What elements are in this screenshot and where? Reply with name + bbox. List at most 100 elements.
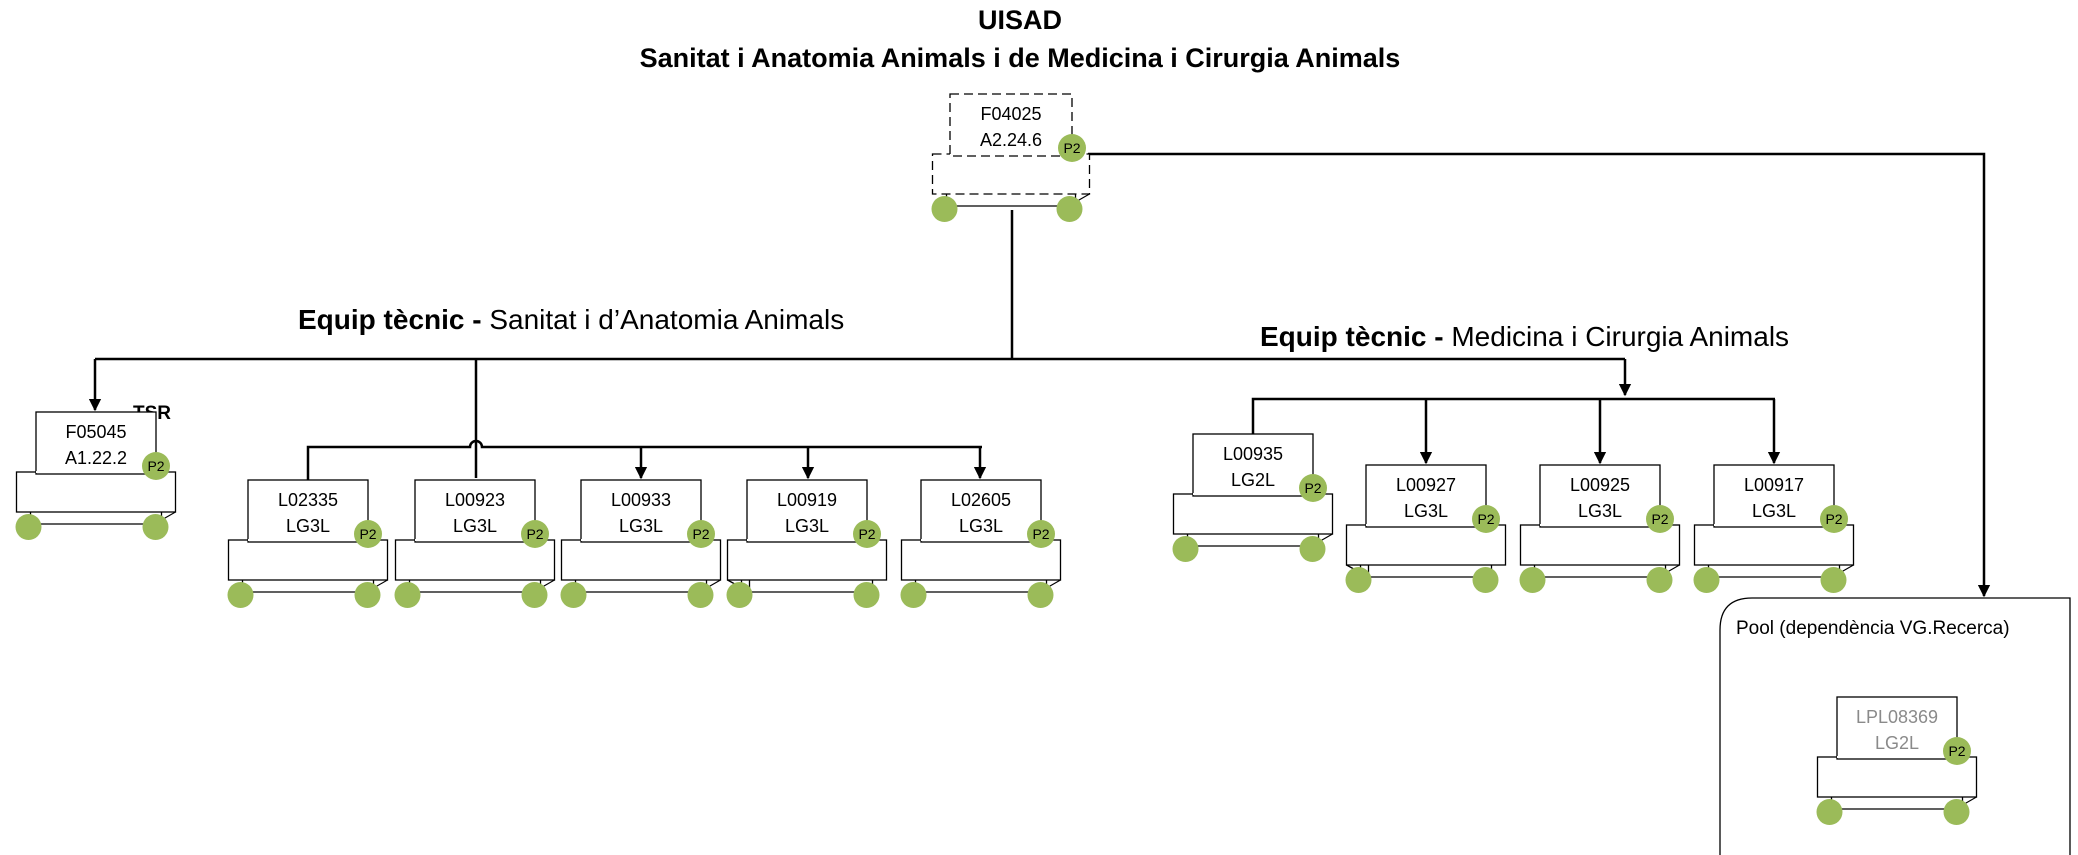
node-dot-right xyxy=(1820,567,1847,593)
node-dot-right xyxy=(853,582,880,608)
p2-badge xyxy=(142,452,170,480)
heading-right: Equip tècnic - Medicina i Cirurgia Anima… xyxy=(1260,321,1789,352)
node-dot-left xyxy=(1519,567,1546,593)
position-code: L00935 xyxy=(1223,444,1283,464)
position-level: A2.24.6 xyxy=(980,130,1042,150)
node-paper xyxy=(1836,696,1958,760)
connector-to-pool xyxy=(1088,152,1991,598)
position-level: LG3L xyxy=(1404,501,1448,521)
node-paper xyxy=(414,479,536,543)
node-dot-right xyxy=(354,582,381,608)
node-paper xyxy=(949,93,1073,157)
position-level: LG3L xyxy=(1752,501,1796,521)
position-code: L00927 xyxy=(1396,475,1456,495)
connectors xyxy=(88,152,1991,598)
node-dot-right xyxy=(521,582,548,608)
p2-badge-label: P2 xyxy=(692,526,709,542)
node-paper xyxy=(35,411,157,475)
p2-badge xyxy=(687,520,715,548)
node-paper xyxy=(1192,433,1314,497)
node-dot-right xyxy=(1027,582,1054,608)
p2-badge xyxy=(1299,474,1327,502)
connector-right-bar xyxy=(1251,397,1775,434)
p2-badge-label: P2 xyxy=(1651,511,1668,527)
position-code: L00919 xyxy=(777,490,837,510)
node-base xyxy=(726,539,888,581)
p2-badge xyxy=(521,520,549,548)
position-level: LG2L xyxy=(1231,470,1275,490)
pool-title: Pool (dependència VG.Recerca) xyxy=(1736,618,2010,639)
p2-badge xyxy=(1646,505,1674,533)
node-dot-right xyxy=(687,582,714,608)
position-code: L00925 xyxy=(1570,475,1630,495)
node-paper xyxy=(746,479,868,543)
position-level: LG3L xyxy=(959,516,1003,536)
position-level: A1.22.2 xyxy=(65,448,127,468)
p2-badge xyxy=(1027,520,1055,548)
position-level: LG3L xyxy=(619,516,663,536)
node-paper xyxy=(247,479,369,543)
p2-badge-label: P2 xyxy=(147,458,164,474)
position-level: LG3L xyxy=(286,516,330,536)
p2-badge-label: P2 xyxy=(1825,511,1842,527)
node-base xyxy=(1172,493,1334,535)
heading-left: Equip tècnic - Sanitat i d’Anatomia Anim… xyxy=(298,304,844,335)
node-paper xyxy=(1539,464,1661,528)
position-code: L00933 xyxy=(611,490,671,510)
p2-badge-label: P2 xyxy=(1063,140,1080,156)
node-dot-left xyxy=(1172,536,1199,562)
node-dot-left xyxy=(394,582,421,608)
title-unit: Sanitat i Anatomia Animals i de Medicina… xyxy=(640,43,1401,73)
position-level: LG3L xyxy=(1578,501,1622,521)
node-dot-right xyxy=(142,514,169,540)
node-dot-left xyxy=(15,514,42,540)
node-dot-right xyxy=(1646,567,1673,593)
title-uisad: UISAD xyxy=(978,5,1062,35)
node-dot-left xyxy=(1693,567,1720,593)
p2-badge-label: P2 xyxy=(858,526,875,542)
node-paper xyxy=(920,479,1042,543)
connector-left-bar xyxy=(306,439,982,480)
node-base xyxy=(1816,756,1978,798)
node-base xyxy=(394,539,556,581)
node-dot-left xyxy=(1345,567,1372,593)
position-code: LPL08369 xyxy=(1856,707,1938,727)
position-code: F04025 xyxy=(980,104,1041,124)
position-code: L02335 xyxy=(278,490,338,510)
p2-badge-label: P2 xyxy=(1477,511,1494,527)
position-code: F05045 xyxy=(65,422,126,442)
node-dot-left xyxy=(1816,799,1843,825)
position-level: LG2L xyxy=(1875,733,1919,753)
node-dot-left xyxy=(560,582,587,608)
p2-badge-label: P2 xyxy=(1032,526,1049,542)
node-dot-left xyxy=(726,582,753,608)
p2-badge-label: P2 xyxy=(526,526,543,542)
node-dot-right xyxy=(1943,799,1970,825)
node-paper xyxy=(1713,464,1835,528)
p2-badge xyxy=(1472,505,1500,533)
position-code: L00923 xyxy=(445,490,505,510)
pool-container xyxy=(1719,597,2071,855)
node-base xyxy=(15,471,177,513)
node-dot-right xyxy=(1056,196,1083,222)
position-code: L02605 xyxy=(951,490,1011,510)
p2-badge-label: P2 xyxy=(1304,480,1321,496)
node-base xyxy=(560,539,722,581)
p2-badge-label: P2 xyxy=(359,526,376,542)
node-dot-right xyxy=(1299,536,1326,562)
position-code: L00917 xyxy=(1744,475,1804,495)
node-dot-left xyxy=(931,196,958,222)
p2-badge xyxy=(354,520,382,548)
position-level: LG3L xyxy=(453,516,497,536)
node-dot-right xyxy=(1472,567,1499,593)
